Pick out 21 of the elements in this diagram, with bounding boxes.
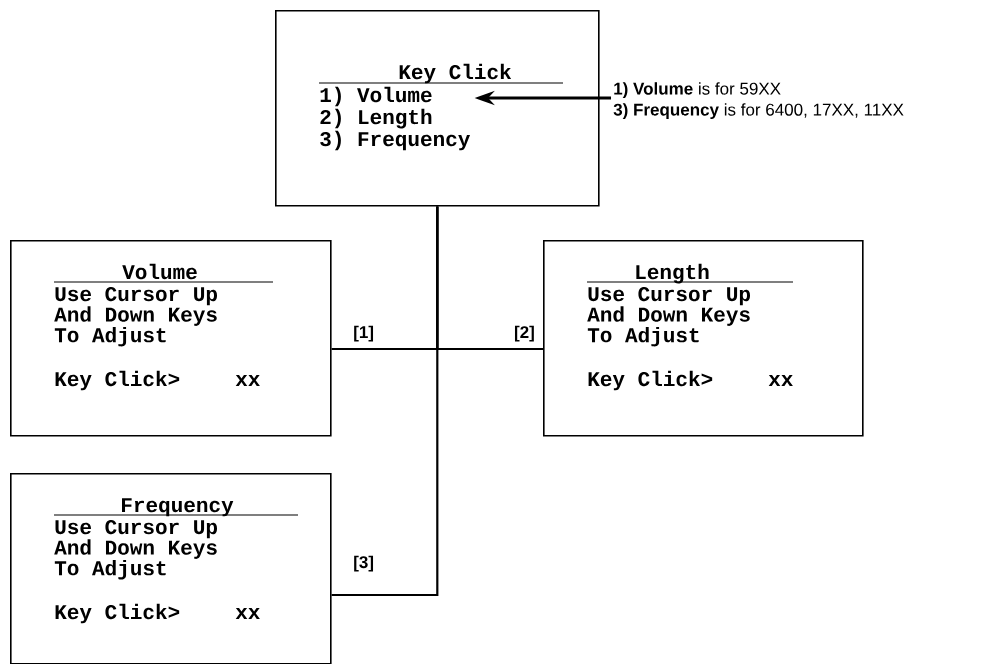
field-value: xx <box>768 374 793 386</box>
field-label: Key Click> <box>588 370 713 391</box>
menu-item: 1) Volume <box>320 86 432 107</box>
instruction-text: Use Cursor Up And Down Keys To Adjust <box>54 519 217 580</box>
menu-item: 3) Frequency <box>320 130 470 151</box>
note-text: 1) Volume is for 59XX 3) Frequency is for 6400, 17XX, 11XX <box>613 82 904 120</box>
field-value: xx <box>235 607 260 619</box>
instruction-text: Use Cursor Up And Down Keys To Adjust <box>54 286 217 347</box>
edge-label: [1] <box>354 325 373 342</box>
instruction-text: Use Cursor Up And Down Keys To Adjust <box>587 286 750 347</box>
field-label: Key Click> <box>55 370 180 391</box>
screen-heading: Frequency <box>53 498 299 517</box>
connector-line <box>331 206 439 597</box>
screen-heading: Length <box>586 263 794 284</box>
screen-heading: Volume <box>53 263 274 283</box>
menu-item: 2) Length <box>320 108 432 129</box>
field-value: xx <box>235 374 260 386</box>
edge-label: [2] <box>515 325 534 342</box>
field-label: Key Click> <box>55 603 180 624</box>
screen-heading: Key Click <box>318 63 564 84</box>
edge-label: [3] <box>354 555 373 572</box>
